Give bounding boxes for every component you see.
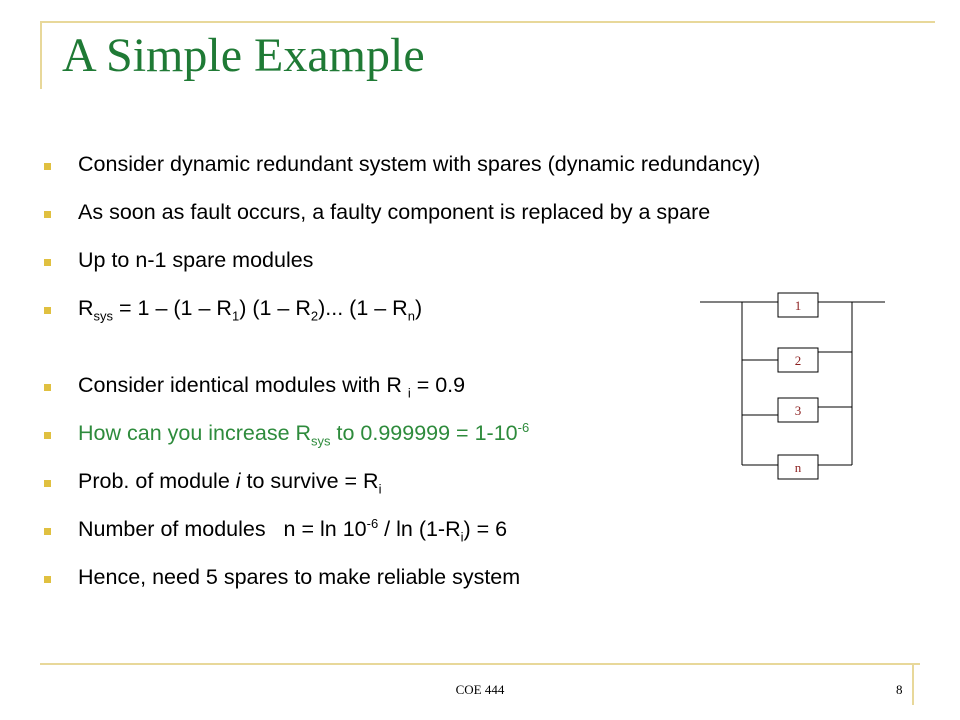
bullet-marker-icon (44, 211, 51, 218)
bullet-marker-icon (44, 384, 51, 391)
bullet-marker-icon (44, 307, 51, 314)
bottom-rule (40, 663, 920, 665)
bullet-item: Hence, need 5 spares to make reliable sy… (40, 563, 880, 592)
module-label-2: 2 (795, 353, 802, 368)
bullet-item: Consider dynamic redundant system with s… (40, 150, 880, 179)
module-box-1 (777, 292, 819, 318)
module-box-n (777, 454, 819, 480)
module-label-1: 1 (795, 298, 802, 313)
slide-title: A Simple Example (62, 29, 425, 82)
bullet-marker-icon (44, 432, 51, 439)
bullet-item: Consider identical modules with R i = 0.… (40, 371, 880, 400)
bullet-marker-icon (44, 528, 51, 535)
parallel-redundancy-diagram: 1 2 3 n (700, 292, 885, 480)
top-rule (40, 21, 935, 23)
module-label-3: 3 (795, 403, 802, 418)
footer-course: COE 444 (455, 682, 505, 697)
bullet-marker-icon (44, 576, 51, 583)
bullet-marker-icon (44, 480, 51, 487)
bullet-item: As soon as fault occurs, a faulty compon… (40, 198, 880, 227)
bottom-right-rule (912, 663, 914, 705)
bullet-item: Number of modules n = ln 10-6 / ln (1-Ri… (40, 515, 880, 544)
bullet-item-rsys-formula: Rsys = 1 – (1 – R1) (1 – R2)... (1 – Rn) (40, 294, 880, 323)
module-label-n: n (795, 460, 802, 475)
footer-page-number: 8 (896, 682, 903, 697)
left-rule (40, 21, 42, 89)
bullet-list: Consider dynamic redundant system with s… (40, 150, 880, 592)
bullet-item-question: How can you increase Rsys to 0.999999 = … (40, 419, 880, 448)
module-box-3 (777, 397, 819, 423)
bullet-marker-icon (44, 163, 51, 170)
bullet-marker-icon (44, 259, 51, 266)
bullet-item: Up to n-1 spare modules (40, 246, 880, 275)
module-box-2 (777, 347, 819, 373)
bullet-item: Prob. of module i to survive = Ri (40, 467, 880, 496)
